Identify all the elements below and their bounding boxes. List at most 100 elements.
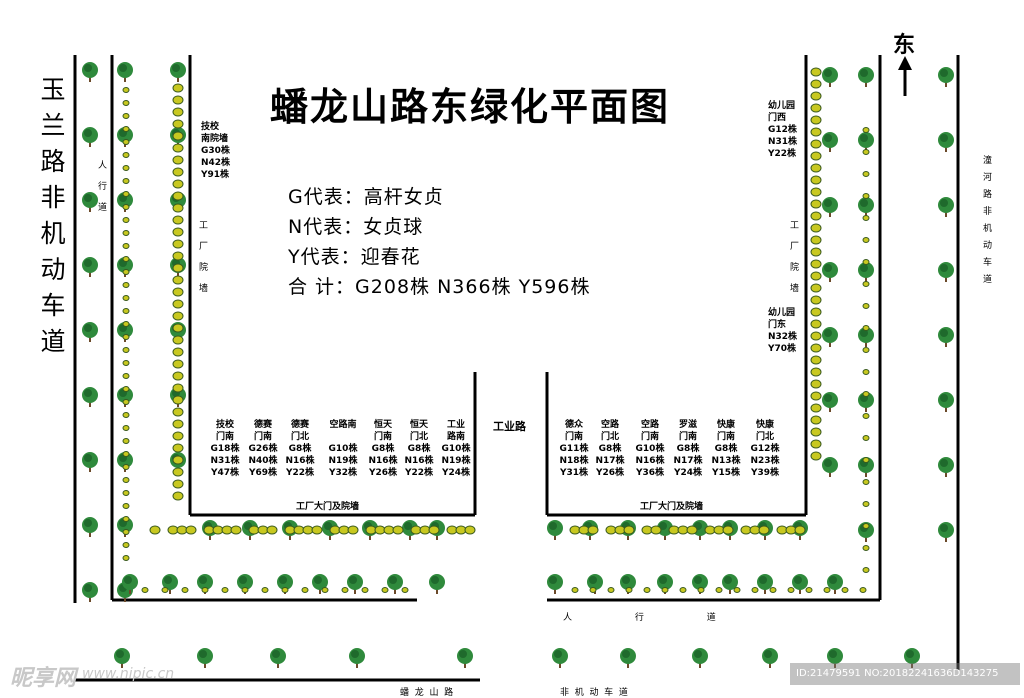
shrub-icon [122, 191, 130, 197]
tree-icon [197, 648, 213, 668]
shrub-icon [122, 516, 130, 522]
shrub-icon [122, 555, 130, 561]
shrub-icon [643, 587, 651, 593]
shrub-icon [810, 187, 822, 197]
gate-l1-text: 恒天 [409, 420, 428, 430]
tree-icon [82, 387, 98, 407]
gate-g-text: G8株 [598, 444, 622, 454]
shrub-icon [172, 131, 184, 141]
gate-l2-text: 门南 [373, 432, 392, 442]
gate-l2-text [325, 431, 361, 443]
shrub-icon [172, 347, 184, 357]
gate-l2-text: 门北 [600, 432, 619, 442]
shrub-icon [122, 490, 130, 496]
tree-icon [938, 262, 954, 282]
shrub-icon [862, 523, 870, 529]
shrub-icon [810, 331, 822, 341]
shrub-icon [810, 139, 822, 149]
shrub-icon [810, 343, 822, 353]
shrub-icon [122, 373, 130, 379]
shrub-icon [172, 491, 184, 501]
shrub-icon [172, 383, 184, 393]
shrub-icon [185, 525, 197, 535]
gate-n-text: N40株 [248, 456, 278, 466]
shrub-icon [122, 360, 130, 366]
watermark-id: ID:21479591 NO:20182241636D143275 [790, 663, 1020, 685]
tree-icon [938, 457, 954, 477]
tree-icon [858, 197, 874, 217]
tree-icon [547, 520, 563, 540]
shrub-icon [862, 127, 870, 133]
shrub-icon [679, 587, 687, 593]
shrub-icon [810, 103, 822, 113]
shrub-icon [122, 464, 130, 470]
shrub-icon [122, 139, 130, 145]
shrub-icon [810, 115, 822, 125]
shrub-layer [122, 67, 870, 593]
shrub-icon [172, 227, 184, 237]
tree-icon [82, 192, 98, 212]
shrub-icon [810, 379, 822, 389]
gate-g-text: G12株 [750, 444, 780, 454]
gate-y-text: Y47株 [210, 468, 240, 478]
gate-g-text: G10株 [328, 444, 358, 454]
gate-g-text: G8株 [288, 444, 312, 454]
shrub-icon [122, 230, 130, 236]
shrub-icon [172, 419, 184, 429]
shrub-icon [810, 151, 822, 161]
tree-icon [429, 574, 445, 594]
south-sidewalk-label: 人 行 道 [563, 613, 746, 623]
tree-layer [82, 62, 954, 668]
shrub-icon [122, 282, 130, 288]
tree-icon [762, 648, 778, 668]
tree-icon [858, 67, 874, 87]
shrub-icon [733, 587, 741, 593]
legend-total: 合 计：G208株 N366株 Y596株 [288, 276, 591, 298]
gate-n-text: N16株 [285, 456, 315, 466]
shrub-icon [810, 451, 822, 461]
shrub-icon [122, 178, 130, 184]
gate-l2-text: 门北 [409, 432, 428, 442]
gate-l2-text: 门北 [755, 432, 774, 442]
shrub-icon [381, 587, 389, 593]
shrub-icon [141, 587, 149, 593]
gate-y-text: Y24株 [441, 468, 471, 478]
shrub-icon [862, 391, 870, 397]
gate-g-text: G8株 [714, 444, 738, 454]
west-sidewalk-label: 人行道 [96, 160, 106, 223]
shrub-icon [172, 479, 184, 489]
shrub-icon [607, 587, 615, 593]
gate-g-text: G8株 [407, 444, 431, 454]
shrub-icon [149, 525, 161, 535]
tree-icon [938, 132, 954, 152]
shrub-icon [810, 403, 822, 413]
tree-icon [347, 574, 363, 594]
gate-y-text: Y26株 [368, 468, 398, 478]
shrub-icon [241, 587, 249, 593]
shrub-icon [122, 334, 130, 340]
shrub-icon [172, 167, 184, 177]
shrub-icon [172, 179, 184, 189]
shrub-icon [862, 413, 870, 419]
shrub-icon [862, 435, 870, 441]
shrub-icon [810, 79, 822, 89]
shrub-icon [464, 525, 476, 535]
tree-icon [822, 457, 838, 477]
right-factory-wall-label: 工厂院墙 [788, 220, 798, 304]
shrub-icon [751, 587, 759, 593]
shrub-icon [810, 391, 822, 401]
tree-icon [82, 62, 98, 82]
shrub-icon [172, 203, 184, 213]
gate-y-text: Y36株 [635, 468, 665, 478]
gate-n-text: N17株 [595, 456, 625, 466]
gate-l2-text: 门南 [716, 432, 735, 442]
shrub-icon [201, 587, 209, 593]
shrub-icon [172, 251, 184, 261]
shrub-icon [862, 501, 870, 507]
